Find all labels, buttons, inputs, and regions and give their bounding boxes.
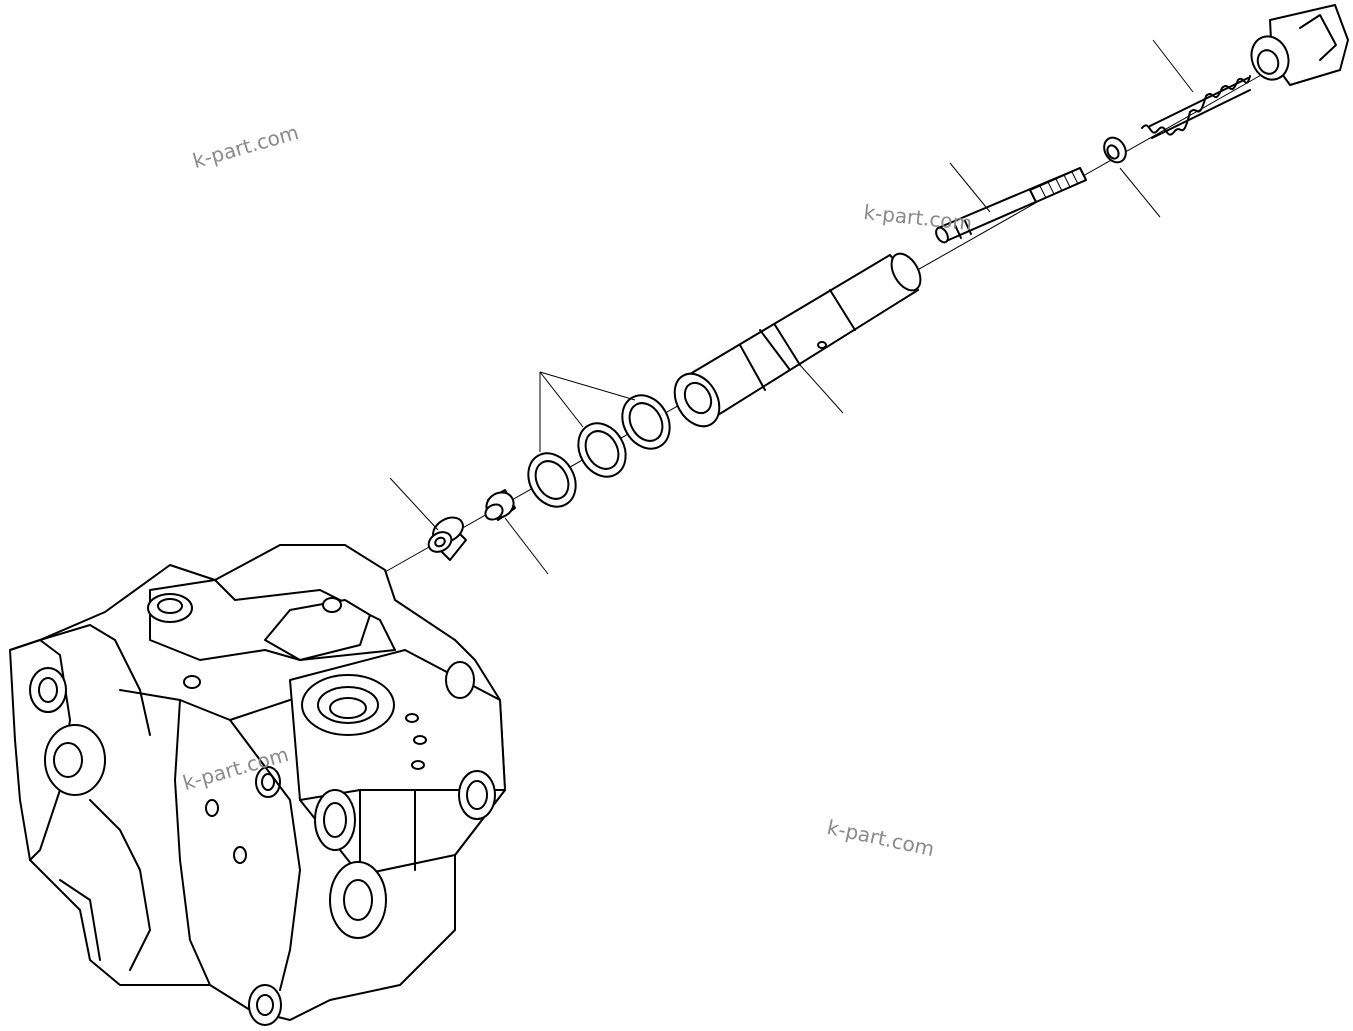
leader-spring	[1152, 39, 1194, 93]
leader-bushing	[389, 477, 439, 531]
seal-ring-1	[527, 452, 577, 508]
leader-sleeve	[799, 364, 844, 414]
spool	[935, 167, 1087, 244]
seal-ring-3	[621, 394, 671, 450]
washer	[1103, 136, 1127, 164]
leader-washer	[1119, 167, 1161, 218]
leader-spool	[949, 162, 991, 213]
leader-seal-rings	[539, 371, 636, 452]
leader-lines	[389, 39, 1194, 575]
leader-plug	[504, 517, 549, 575]
pump-body	[9, 544, 506, 1026]
cap-plug	[1250, 4, 1349, 86]
sleeve	[673, 252, 922, 428]
spring	[1141, 75, 1251, 139]
seal-ring-2	[577, 422, 627, 478]
plug	[484, 489, 516, 521]
bushing	[427, 516, 467, 561]
